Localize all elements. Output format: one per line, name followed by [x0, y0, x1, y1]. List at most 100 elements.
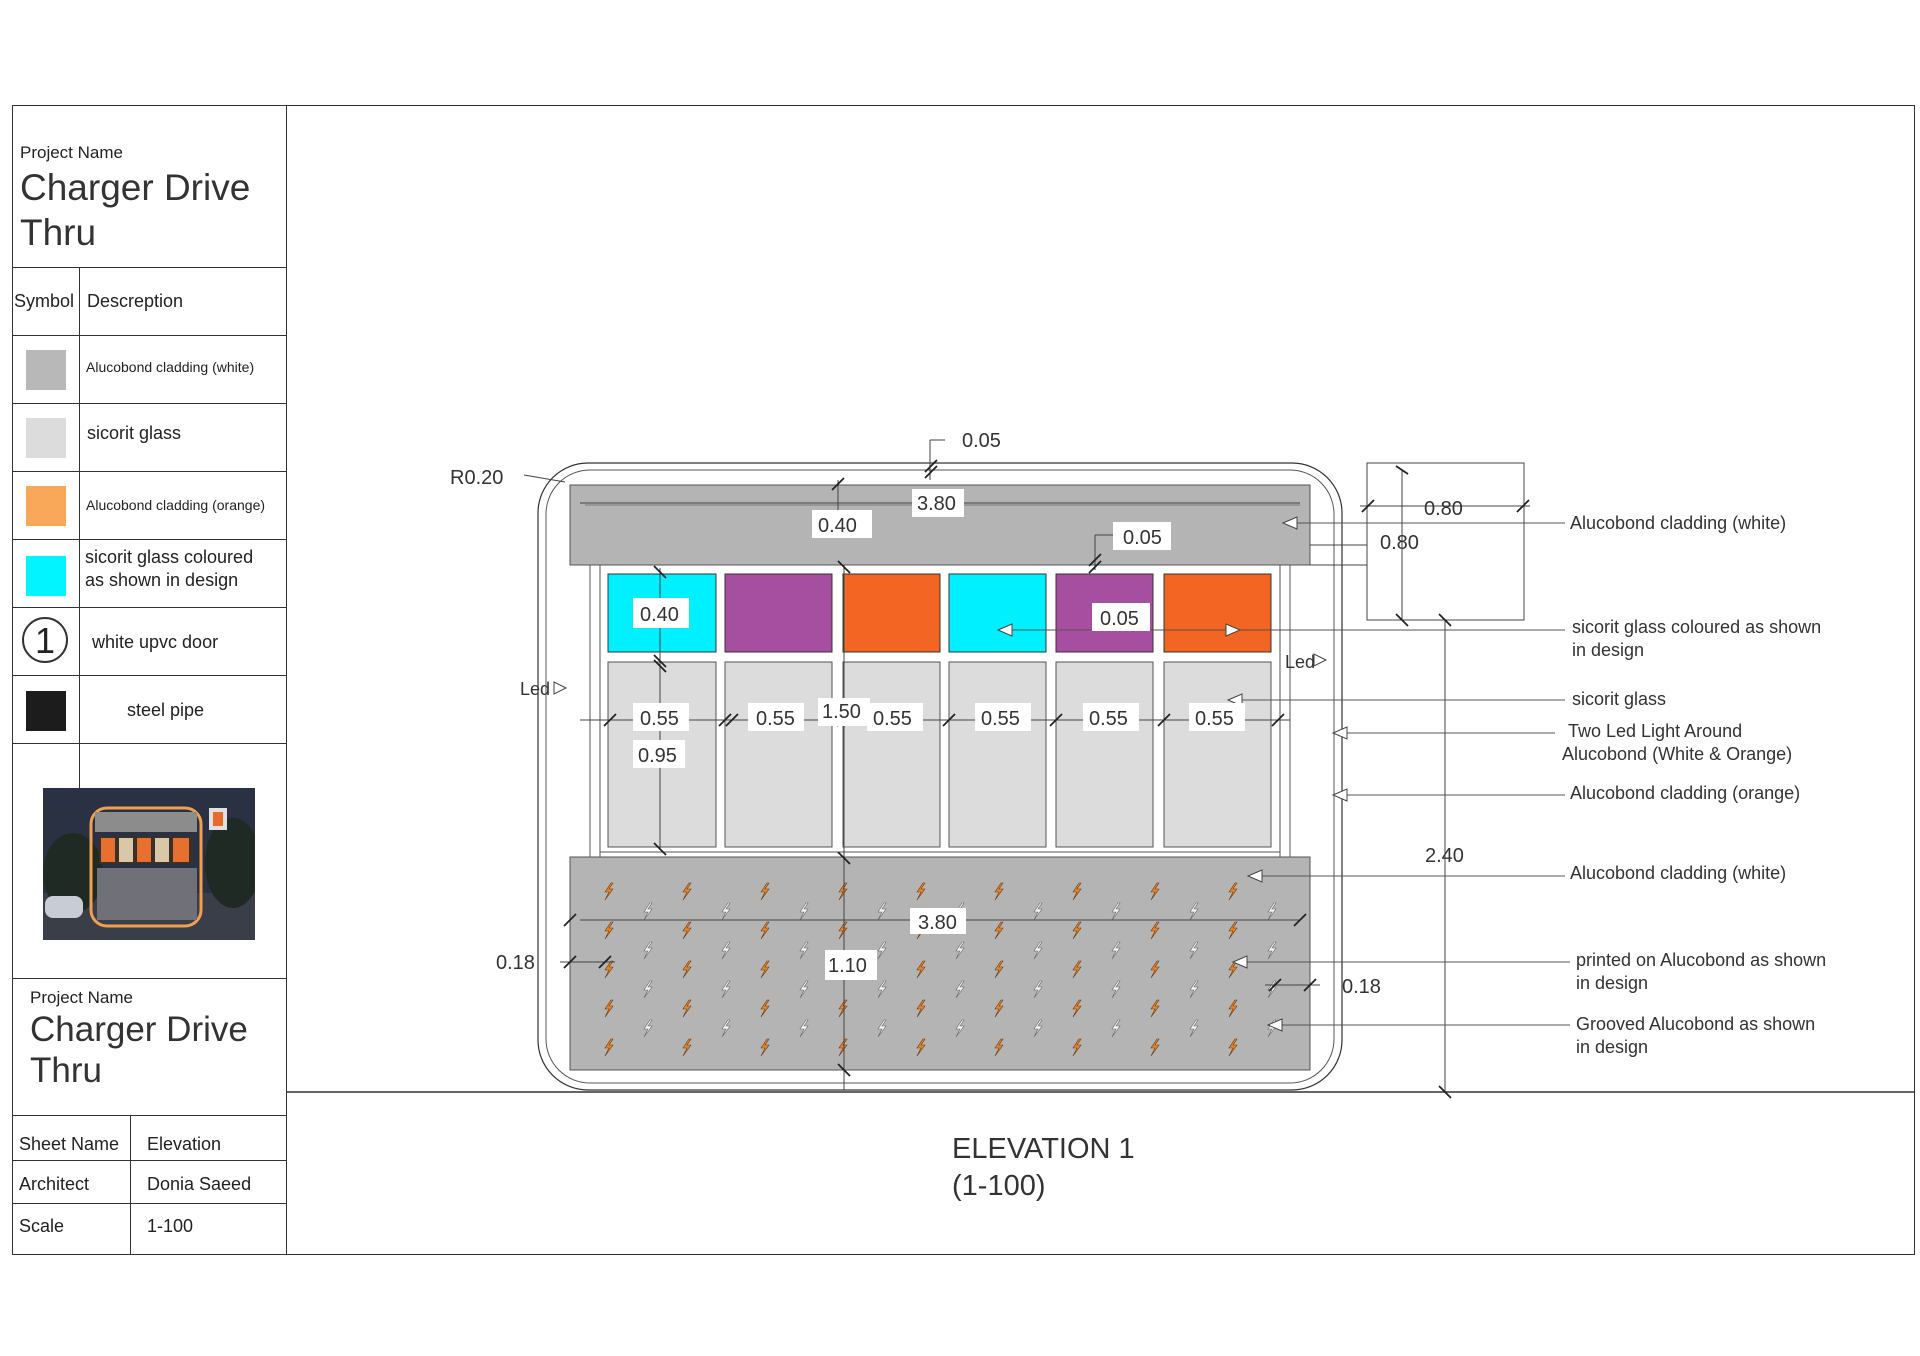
- dim-sign-width: 0.80: [1424, 498, 1463, 520]
- elevation-title: ELEVATION 1: [952, 1133, 1135, 1165]
- swatch-alucobond-orange: [26, 486, 66, 526]
- swatch-steel-pipe: [26, 691, 66, 731]
- bolt-icon: [721, 980, 731, 999]
- glass-panel: [724, 661, 833, 848]
- led-label-right: Led: [1285, 652, 1315, 672]
- bolt-icon: [1033, 1019, 1043, 1038]
- right-column: [1279, 564, 1291, 858]
- bolt-icon: [1033, 941, 1043, 960]
- bolt-icon: [1267, 902, 1277, 921]
- legend-label: sicorit glass coloured: [85, 547, 254, 567]
- coloured-panel: [948, 573, 1047, 653]
- bolt-icon: [799, 1019, 809, 1038]
- bolt-icon: [994, 1038, 1004, 1057]
- bolt-icon: [682, 921, 692, 940]
- dim-side-right: 0.18: [1342, 976, 1381, 998]
- dim-sign-height: 0.80: [1380, 532, 1419, 554]
- legend-label: Alucobond cladding (orange): [86, 497, 266, 513]
- bolt-icon: [916, 1038, 926, 1057]
- sheet-border: [12, 105, 1915, 1255]
- legend-symbol-header: Symbol: [14, 291, 75, 311]
- bolt-icon: [721, 902, 731, 921]
- bolt-icon: [643, 980, 653, 999]
- bolt-icon: [1150, 882, 1160, 901]
- sheet-name-value: Elevation: [147, 1134, 222, 1154]
- bolt-icon: [1033, 902, 1043, 921]
- bolt-icon: [877, 980, 887, 999]
- dim-glass-width: 0.55: [981, 708, 1020, 730]
- bolt-icon: [682, 882, 692, 901]
- bolt-icon: [916, 960, 926, 979]
- bolt-icon: [1267, 1019, 1277, 1038]
- dim-glass-height: 0.95: [638, 745, 677, 767]
- project-name-line2: Thru: [20, 212, 97, 253]
- bolt-icon: [838, 999, 848, 1018]
- project-label: Project Name: [30, 988, 133, 1007]
- bolt-icon: [1072, 999, 1082, 1018]
- title-block: Project Name Charger Drive Thru Symbol D…: [12, 105, 287, 1255]
- bolt-icon: [643, 941, 653, 960]
- bolt-icon: [799, 980, 809, 999]
- dim-panel-height: 0.40: [640, 604, 679, 626]
- bolt-icon: [1150, 921, 1160, 940]
- callout-printed: printed on Alucobond as shown: [1576, 950, 1826, 970]
- dim-bottom-height: 1.10: [828, 955, 867, 977]
- swatch-sicorit-glass: [26, 418, 66, 458]
- architect-label: Architect: [19, 1174, 90, 1194]
- bolt-icon: [838, 921, 848, 940]
- bolt-icon: [1111, 1019, 1121, 1038]
- door-symbol-icon: 1: [22, 617, 68, 663]
- bolt-icon: [955, 941, 965, 960]
- project-label: Project Name: [20, 143, 123, 162]
- swatch-alucobond-white: [26, 350, 66, 390]
- dim-gap-mid: 0.05: [1123, 527, 1162, 549]
- dim-top-height: 0.40: [818, 515, 857, 537]
- callout-coloured-glass: sicorit glass coloured as shown: [1572, 617, 1821, 637]
- bolt-icon: [721, 941, 731, 960]
- dim-top-width: 3.80: [917, 493, 956, 515]
- legend-label: steel pipe: [127, 700, 205, 720]
- bolt-icon: [1189, 902, 1199, 921]
- dim-glass-width: 0.55: [1089, 708, 1128, 730]
- callout-grooved: Grooved Alucobond as shown: [1576, 1014, 1815, 1034]
- dim-glass-width: 0.55: [1195, 708, 1234, 730]
- bolt-icon: [604, 1038, 614, 1057]
- project-name: Charger Drive: [20, 167, 251, 208]
- bolt-icon: [604, 882, 614, 901]
- bolt-icon: [682, 1038, 692, 1057]
- glass-panel: [1163, 661, 1272, 848]
- bolt-icon: [955, 1019, 965, 1038]
- bolt-icon: [760, 921, 770, 940]
- bolt-icon: [1267, 941, 1277, 960]
- bolt-icon: [799, 902, 809, 921]
- led-label-left: Led: [520, 679, 550, 699]
- bolt-icon: [877, 1019, 887, 1038]
- bolt-icon: [1150, 960, 1160, 979]
- dim-panel-gap: 0.05: [1100, 608, 1139, 630]
- bolt-icon: [1111, 980, 1121, 999]
- bolt-icon: [1150, 999, 1160, 1018]
- glass-panel: [1055, 661, 1154, 848]
- bolt-icon: [877, 902, 887, 921]
- bolt-icon: [604, 999, 614, 1018]
- bolt-icon: [760, 1038, 770, 1057]
- callout-alucobond-orange: Alucobond cladding (orange): [1570, 783, 1800, 803]
- bolt-icon: [994, 960, 1004, 979]
- bolt-icon: [760, 960, 770, 979]
- dim-radius: R0.20: [450, 467, 503, 489]
- bolt-icon: [1189, 980, 1199, 999]
- bolt-icon: [760, 999, 770, 1018]
- frame-outer: [537, 462, 1343, 1091]
- legend-label: white upvc door: [92, 632, 219, 652]
- coloured-panel: [724, 573, 833, 653]
- callout-led-light: Two Led Light Around: [1568, 721, 1742, 741]
- dim-top-gap: 0.05: [962, 430, 1001, 452]
- bolt-icon: [643, 902, 653, 921]
- callout-alucobond-white-bottom: Alucobond cladding (white): [1570, 863, 1786, 883]
- bolt-icon: [1072, 921, 1082, 940]
- bolt-icon: [994, 882, 1004, 901]
- bolt-icon: [1189, 941, 1199, 960]
- callout-coloured-glass-line2: in design: [1572, 640, 1644, 660]
- bolt-icon: [604, 921, 614, 940]
